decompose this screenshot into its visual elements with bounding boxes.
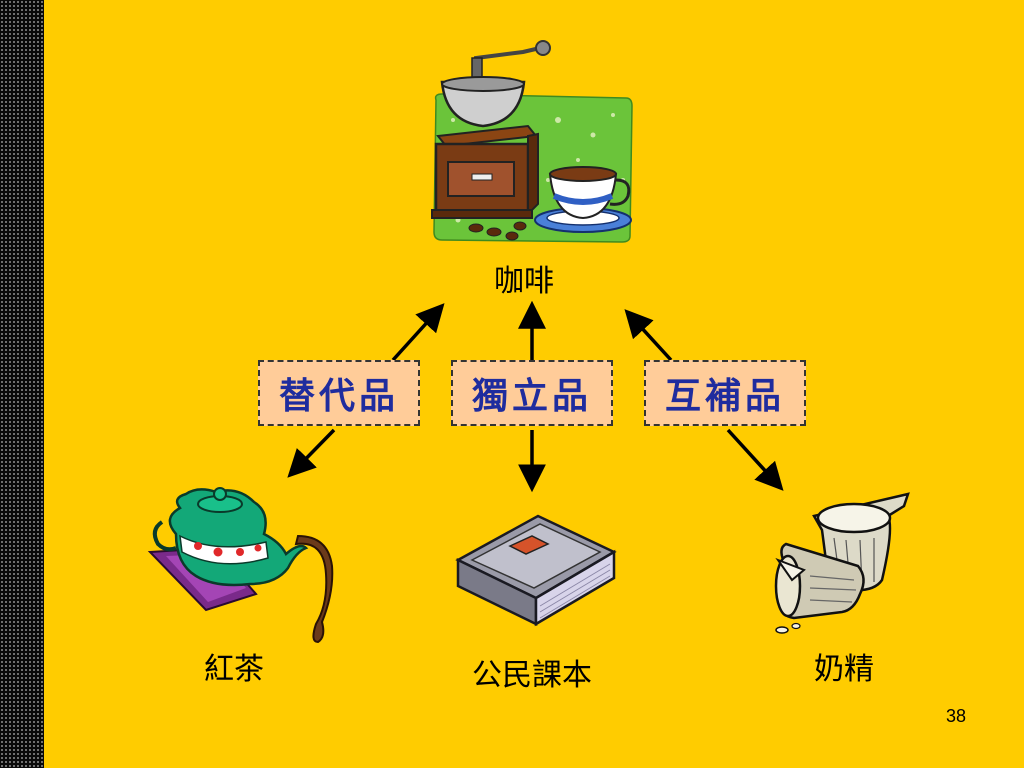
creamer-cups-icon: [774, 492, 910, 634]
relation-box-independent: 獨立品: [451, 360, 613, 426]
center-label-coffee: 咖啡: [494, 264, 554, 299]
coffee-grinder-and-cup-icon: [431, 40, 633, 243]
arrow-substitute-up: [391, 303, 445, 362]
side-pattern-strip: [0, 0, 44, 768]
arrow-complement-up: [624, 309, 673, 362]
relation-box-complement: 互補品: [644, 360, 806, 426]
item-label-civics-textbook: 公民課本: [472, 658, 592, 693]
item-label-black-tea: 紅茶: [204, 652, 264, 687]
arrow-complement-down: [726, 428, 784, 491]
arrow-substitute-down: [287, 428, 336, 478]
relation-box-substitute: 替代品: [258, 360, 420, 426]
book-icon: [455, 514, 617, 627]
teapot-icon: [147, 487, 334, 644]
page-number: 38: [945, 706, 966, 726]
item-label-creamer: 奶精: [814, 652, 874, 687]
